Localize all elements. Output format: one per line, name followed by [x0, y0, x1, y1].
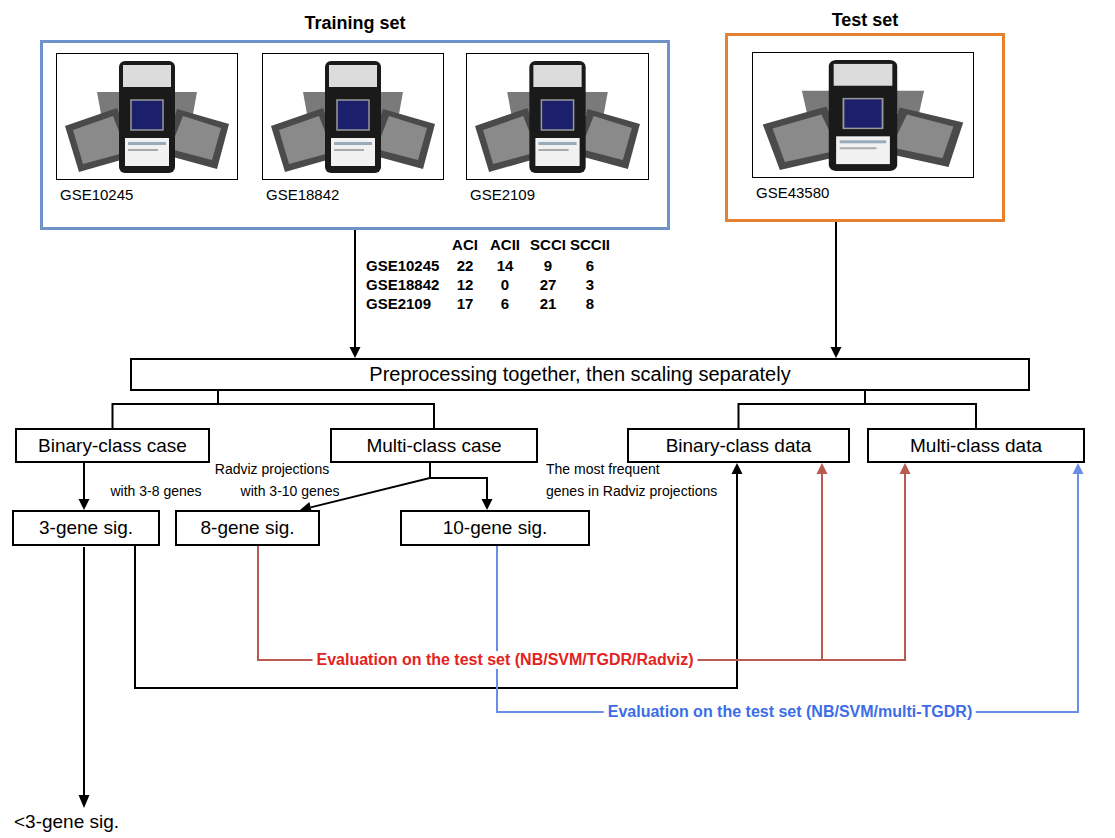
table-cell: ACII: [490, 236, 520, 253]
genechip-illustration: [57, 54, 237, 179]
edge-label: Evaluation on the test set (NB/SVM/TGDR/…: [313, 651, 698, 669]
output-label: <3-gene sig.: [14, 811, 119, 833]
arrow-head: [817, 463, 828, 474]
table-cell: SCCII: [570, 236, 610, 253]
dataset-caption: GSE43580: [756, 184, 829, 201]
table-cell: 22: [457, 257, 474, 274]
table-cell: GSE18842: [366, 276, 439, 293]
annotation-text: with 3-10 genes: [241, 483, 340, 499]
table-cell: 21: [540, 295, 557, 312]
arrow-head: [732, 463, 743, 474]
table-cell: 12: [457, 276, 474, 293]
table-cell: 3: [586, 276, 594, 293]
arrow-head: [1073, 463, 1084, 474]
table-cell: GSE2109: [366, 295, 431, 312]
annotation-text: with 3-8 genes: [110, 483, 201, 499]
table-cell: 27: [540, 276, 557, 293]
table-cell: 17: [457, 295, 474, 312]
arrow-line: [83, 547, 85, 796]
connector: [430, 463, 493, 510]
connector-line: [135, 474, 737, 688]
connector-line: [258, 474, 905, 660]
data-box: Binary-class data: [627, 428, 850, 463]
connector: [831, 222, 842, 358]
process-box: Preprocessing together, then scaling sep…: [130, 358, 1030, 391]
annotation-text: genes in Radviz projections: [546, 483, 717, 499]
box-label: Multi-class data: [910, 435, 1042, 457]
group-heading: Test set: [832, 10, 899, 31]
box-label: Binary-class case: [38, 435, 187, 457]
signature-box: 3-gene sig.: [12, 510, 160, 546]
signature-box: 10-gene sig.: [400, 510, 590, 546]
connector: [218, 391, 434, 428]
table-cell: 9: [544, 257, 552, 274]
group-heading: Training set: [304, 13, 405, 34]
training-set-group: Training setGSE10245GSE18842GSE2109: [40, 40, 670, 230]
box-label: Multi-class case: [366, 435, 501, 457]
connector-line: [865, 391, 976, 428]
connector: [497, 463, 1084, 712]
arrow-head: [350, 347, 361, 358]
connector: [258, 463, 911, 660]
table-cell: SCCI: [530, 236, 566, 253]
edge-label: Evaluation on the test set (NB/SVM/multi…: [604, 703, 976, 721]
box-label: 10-gene sig.: [443, 517, 548, 539]
dataset-image: GSE10245: [56, 53, 238, 180]
dataset-caption: GSE18842: [266, 186, 339, 203]
connector: [739, 391, 866, 428]
connector-line: [739, 391, 866, 428]
arrow-head: [79, 795, 90, 808]
process-box: Binary-class case: [15, 428, 210, 463]
connector-line: [354, 230, 356, 347]
table-cell: 6: [586, 257, 594, 274]
annotation-text: Radviz projections: [215, 461, 329, 477]
genechip-illustration: [467, 54, 648, 179]
box-label: Preprocessing together, then scaling sep…: [369, 363, 790, 386]
dataset-image: GSE43580: [752, 52, 974, 178]
connector-line: [83, 463, 85, 499]
box-label: Binary-class data: [666, 435, 812, 457]
table-cell: 8: [586, 295, 594, 312]
genechip-illustration: [753, 53, 973, 177]
arrow-head: [831, 347, 842, 358]
arrow-head: [482, 499, 493, 510]
data-box: Multi-class data: [867, 428, 1085, 463]
connector-line: [218, 391, 434, 428]
genechip-illustration: [263, 54, 443, 179]
arrow-head: [900, 463, 911, 474]
table-cell: 0: [501, 276, 509, 293]
signature-box: 8-gene sig.: [175, 510, 320, 546]
connector-line: [430, 463, 487, 499]
test-set-group: Test setGSE43580: [725, 33, 1005, 222]
box-label: 8-gene sig.: [200, 517, 294, 539]
table-cell: 6: [501, 295, 509, 312]
dataset-caption: GSE2109: [470, 186, 535, 203]
table-cell: GSE10245: [366, 257, 439, 274]
box-label: 3-gene sig.: [39, 517, 133, 539]
dataset-caption: GSE10245: [60, 186, 133, 203]
annotation-text: The most frequent: [546, 461, 660, 477]
connector-line: [113, 391, 219, 428]
connector-line: [258, 474, 822, 660]
connector: [113, 391, 219, 428]
table-cell: 14: [497, 257, 514, 274]
connector: [135, 463, 743, 688]
dataset-image: GSE18842: [262, 53, 444, 180]
process-box: Multi-class case: [330, 428, 538, 463]
arrow-head: [79, 499, 90, 510]
connector: [865, 391, 976, 428]
dataset-image: GSE2109: [466, 53, 649, 180]
connector-line: [835, 222, 837, 347]
connector: [350, 230, 361, 358]
connector: [258, 463, 828, 660]
table-cell: ACI: [452, 236, 478, 253]
connector: [79, 463, 90, 510]
